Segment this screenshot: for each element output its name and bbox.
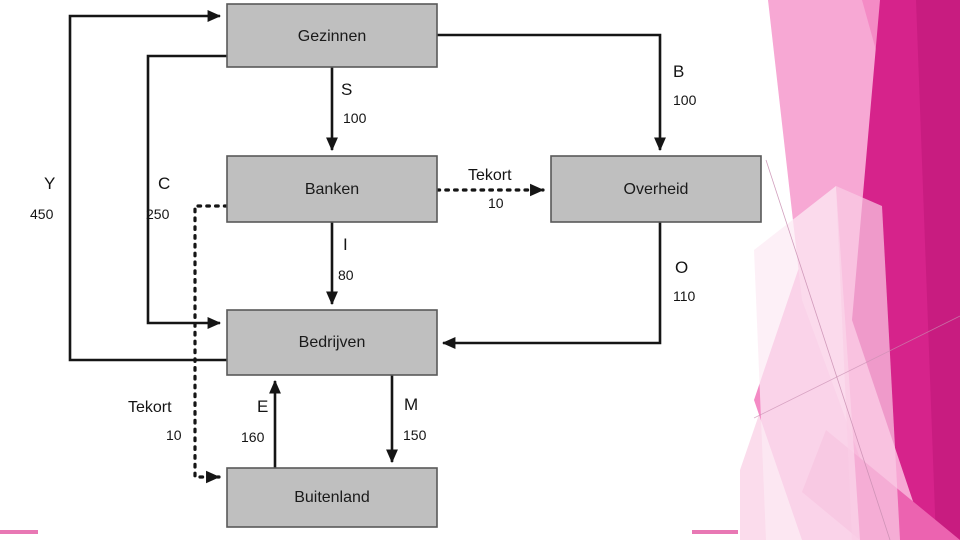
flow-label-tekort-overheid: Tekort 10 [468, 167, 512, 211]
flow-line-tekort-buitenland [193, 204, 229, 484]
flow-label-M: M 150 [403, 395, 427, 443]
flow-symbol-tekort-buitenland: Tekort [128, 399, 172, 416]
flow-symbol-I: I [343, 235, 348, 254]
flow-value-I: 80 [338, 267, 354, 283]
node-banken[interactable]: Banken [226, 155, 438, 223]
flow-symbol-O: O [675, 258, 688, 277]
flow-value-M: 150 [403, 427, 427, 443]
node-banken-label: Banken [305, 181, 359, 198]
flow-value-S: 100 [343, 110, 367, 126]
flow-label-E: E 160 [241, 397, 268, 445]
node-buitenland-box[interactable] [226, 467, 438, 528]
node-gezinnen-box[interactable] [226, 3, 438, 68]
flow-symbol-M: M [404, 395, 418, 414]
flow-symbol-C: C [158, 174, 170, 193]
node-banken-box[interactable] [226, 155, 438, 223]
node-bedrijven-box[interactable] [226, 309, 438, 376]
flow-line-B [437, 33, 666, 152]
flow-label-B: B 100 [673, 62, 697, 108]
flow-symbol-B: B [673, 62, 684, 81]
flow-symbol-Y: Y [44, 174, 55, 193]
flow-value-E: 160 [241, 429, 265, 445]
node-bedrijven[interactable]: Bedrijven [226, 309, 438, 376]
flow-label-O: O 110 [673, 258, 696, 304]
flow-value-tekort-buitenland: 10 [166, 427, 182, 443]
flow-value-B: 100 [673, 92, 697, 108]
node-buitenland[interactable]: Buitenland [226, 467, 438, 528]
flow-symbol-E: E [257, 397, 268, 416]
flow-line-Y [68, 10, 227, 362]
flow-value-O: 110 [673, 288, 696, 304]
flow-value-C: 250 [146, 206, 170, 222]
flow-symbol-S: S [341, 80, 352, 99]
flow-label-C: C 250 [146, 174, 170, 222]
node-overheid-label: Overheid [624, 181, 689, 198]
flow-label-Y: Y 450 [30, 174, 55, 222]
node-buitenland-label: Buitenland [294, 489, 370, 506]
flow-label-I: I 80 [338, 235, 354, 283]
node-gezinnen[interactable]: Gezinnen [226, 3, 438, 68]
flow-line-O [441, 222, 662, 349]
flow-line-C [146, 54, 227, 329]
flow-label-tekort-buitenland: Tekort 10 [128, 399, 182, 443]
flow-value-Y: 450 [30, 206, 54, 222]
flow-symbol-tekort-overheid: Tekort [468, 167, 512, 184]
node-bedrijven-label: Bedrijven [299, 334, 366, 351]
node-overheid[interactable]: Overheid [550, 155, 762, 223]
node-gezinnen-label: Gezinnen [298, 28, 367, 45]
flow-value-tekort-overheid: 10 [488, 195, 504, 211]
node-overheid-box[interactable] [550, 155, 762, 223]
flow-label-S: S 100 [341, 80, 367, 126]
